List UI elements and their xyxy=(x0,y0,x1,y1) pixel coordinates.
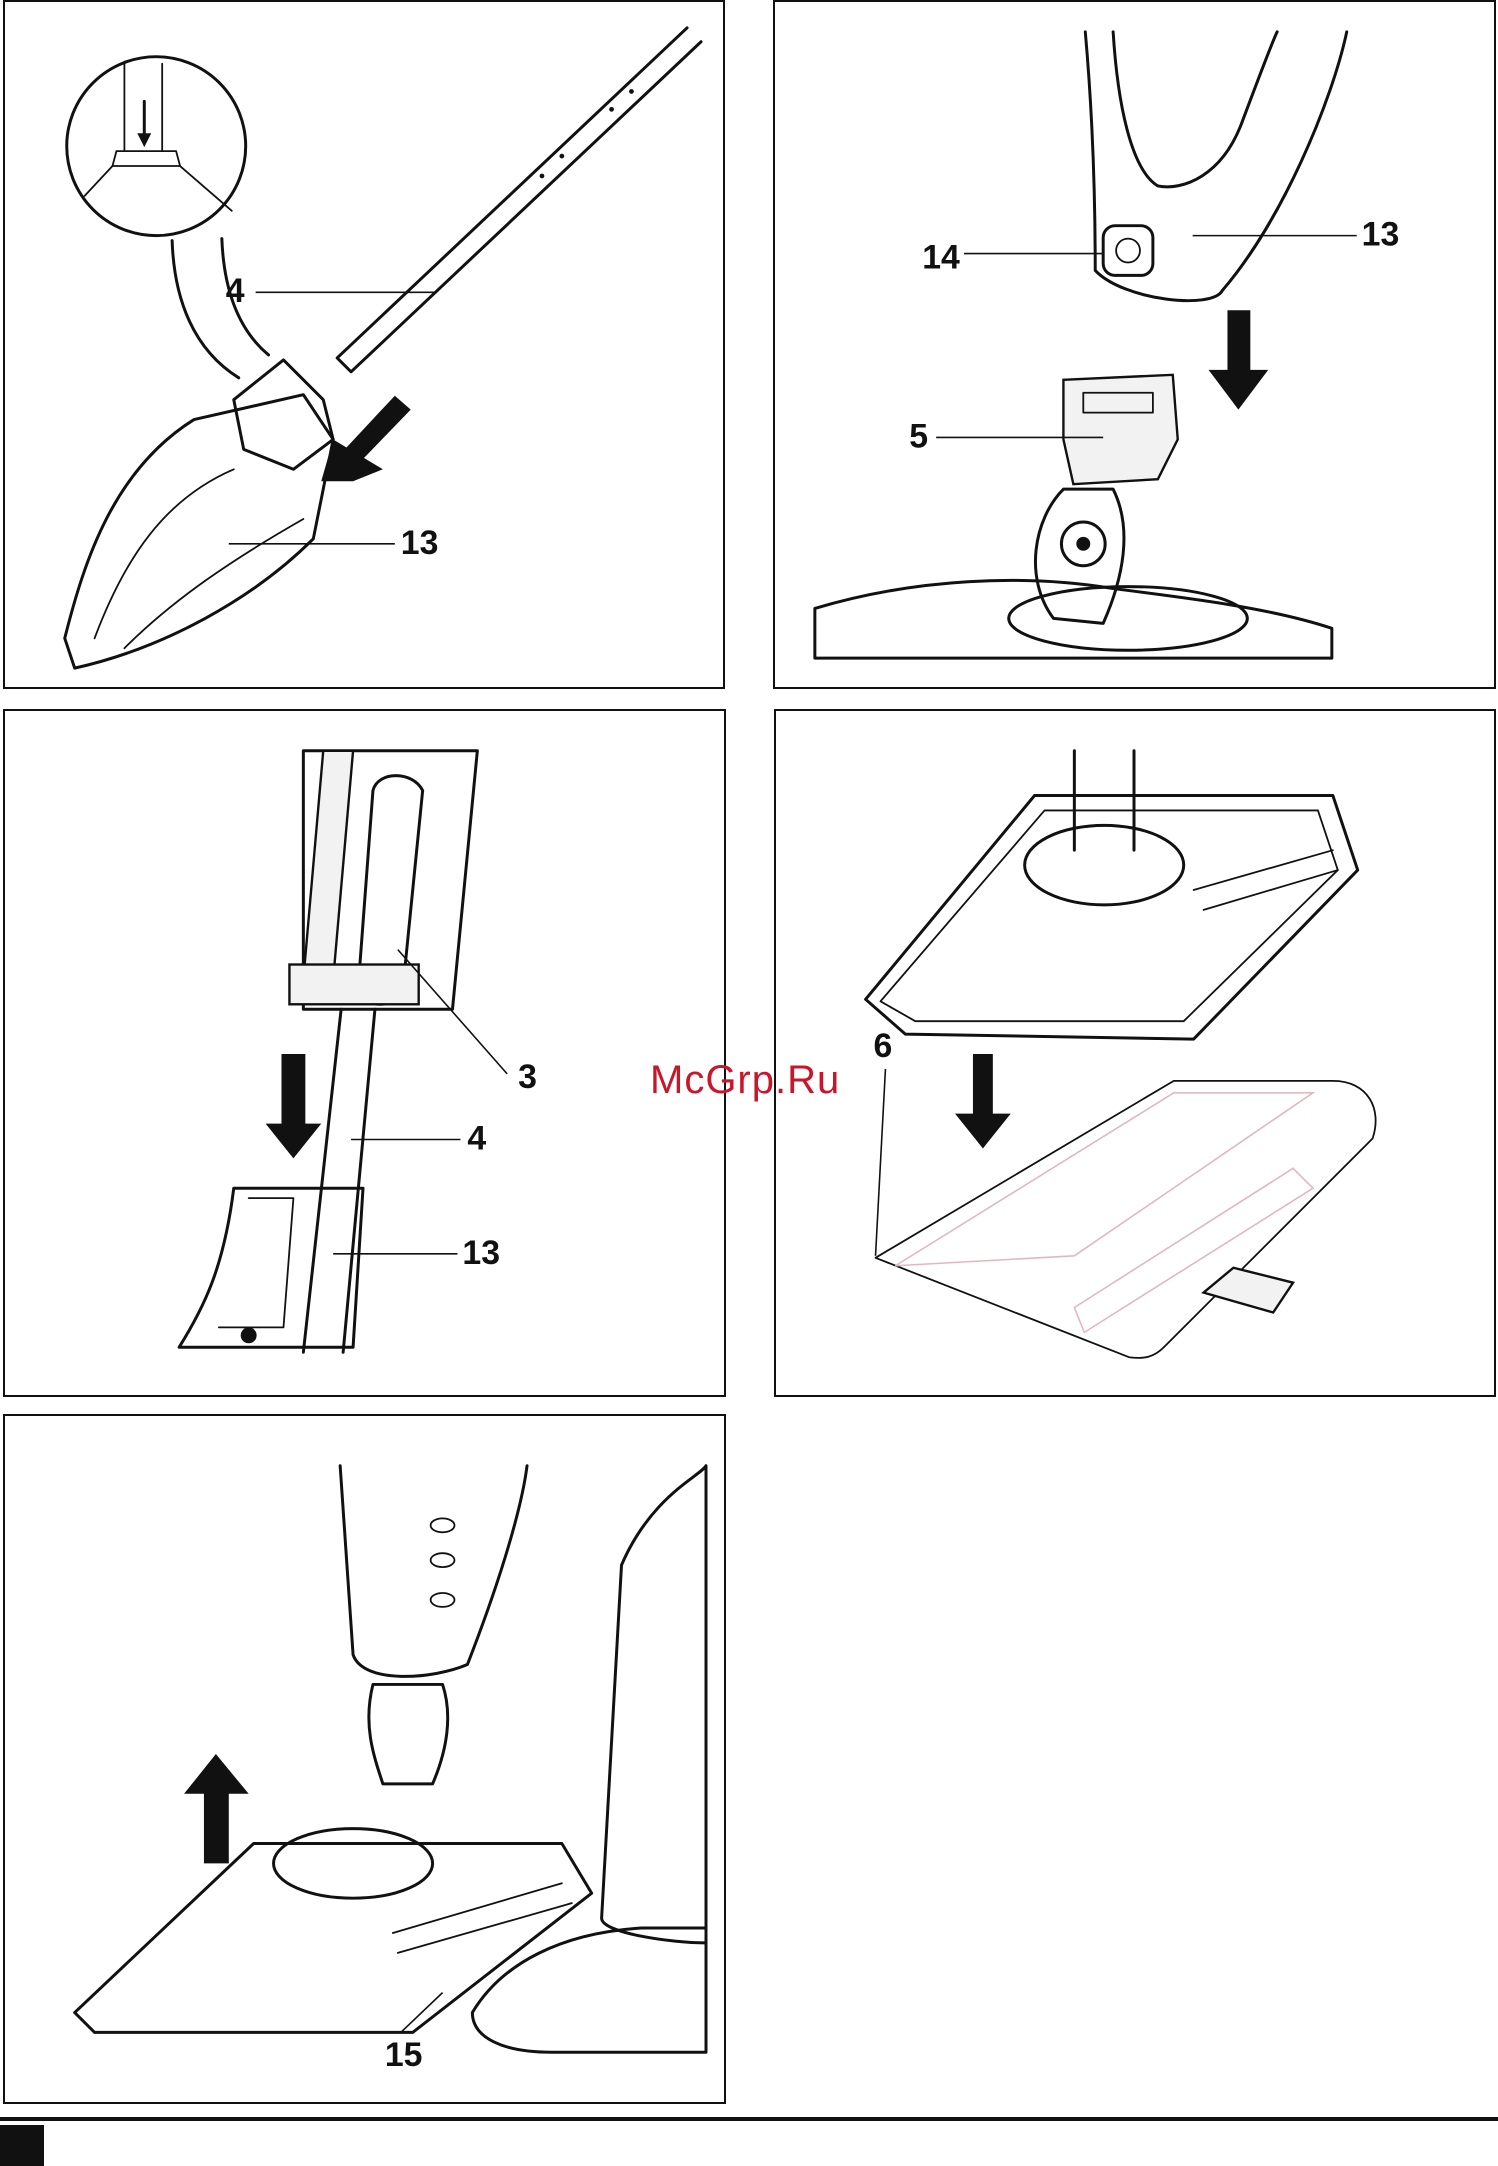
upper-handle xyxy=(340,1466,527,1677)
callout-4: 4 xyxy=(467,1119,486,1157)
detail-magnifier-circle xyxy=(67,57,246,236)
callout-3: 3 xyxy=(518,1058,537,1096)
callout-13: 13 xyxy=(1362,216,1400,254)
foot-pedal-grille xyxy=(393,1883,572,1953)
callout-13: 13 xyxy=(401,524,439,562)
callout-15: 15 xyxy=(385,2036,423,2074)
figure-2-illustration: 14 13 5 xyxy=(775,2,1494,687)
callout-5: 5 xyxy=(909,417,928,455)
handle-coupler xyxy=(289,965,418,1005)
handle-grip-strip xyxy=(303,751,353,980)
mop-head-inner xyxy=(880,810,1337,1021)
watermark-text: McGrp.Ru xyxy=(650,1058,840,1103)
down-arrow-icon xyxy=(266,1054,322,1158)
connector-5 xyxy=(1063,375,1177,484)
figure-panel-2: 14 13 5 xyxy=(773,0,1496,689)
figure-1-illustration: 4 13 xyxy=(5,2,723,687)
shoe xyxy=(472,1928,706,2052)
leg xyxy=(602,1466,706,1943)
body-housing-13 xyxy=(65,395,333,668)
figure-5-illustration: 15 xyxy=(5,1416,724,2102)
handle-grip-opening xyxy=(1113,32,1277,187)
figure-4-illustration: 6 xyxy=(776,711,1494,1395)
swivel-base xyxy=(274,1829,433,1899)
figure-panel-3: 3 4 13 xyxy=(3,709,726,1397)
body-housing-13 xyxy=(179,1188,363,1347)
detail-tube xyxy=(112,62,180,166)
swivel-base xyxy=(1025,825,1184,905)
callout-13: 13 xyxy=(462,1234,500,1272)
figure-panel-5: 15 xyxy=(3,1414,726,2104)
release-button-14 xyxy=(1103,226,1153,276)
leader-3 xyxy=(398,950,507,1074)
leader-6 xyxy=(876,1069,886,1256)
down-arrow-icon xyxy=(955,1054,1011,1148)
figure-panel-4: 6 xyxy=(774,709,1496,1397)
detail-clip xyxy=(85,166,232,211)
detail-down-arrow-icon xyxy=(137,133,151,147)
mop-head xyxy=(75,1844,592,2033)
figure-panel-1: 4 13 xyxy=(3,0,725,689)
down-arrow-icon xyxy=(1209,310,1269,409)
joint-neck xyxy=(1074,751,1134,850)
swivel-joint xyxy=(1035,489,1123,623)
mop-head-grille xyxy=(1194,850,1338,910)
pad-stitching-a xyxy=(895,1093,1313,1266)
callout-6: 6 xyxy=(874,1027,893,1065)
tube-4 xyxy=(303,1009,375,1352)
mop-head xyxy=(866,796,1358,1040)
footer-rule xyxy=(0,2117,1498,2121)
handle-tube-4 xyxy=(337,28,701,372)
figure-3-illustration: 3 4 13 xyxy=(5,711,724,1395)
callout-4: 4 xyxy=(226,272,245,310)
swivel-joint xyxy=(369,1684,448,1783)
page-tab-marker xyxy=(0,2125,44,2166)
up-arrow-icon xyxy=(184,1754,249,1863)
callout-14: 14 xyxy=(922,238,960,276)
pad-tab xyxy=(1204,1268,1293,1313)
